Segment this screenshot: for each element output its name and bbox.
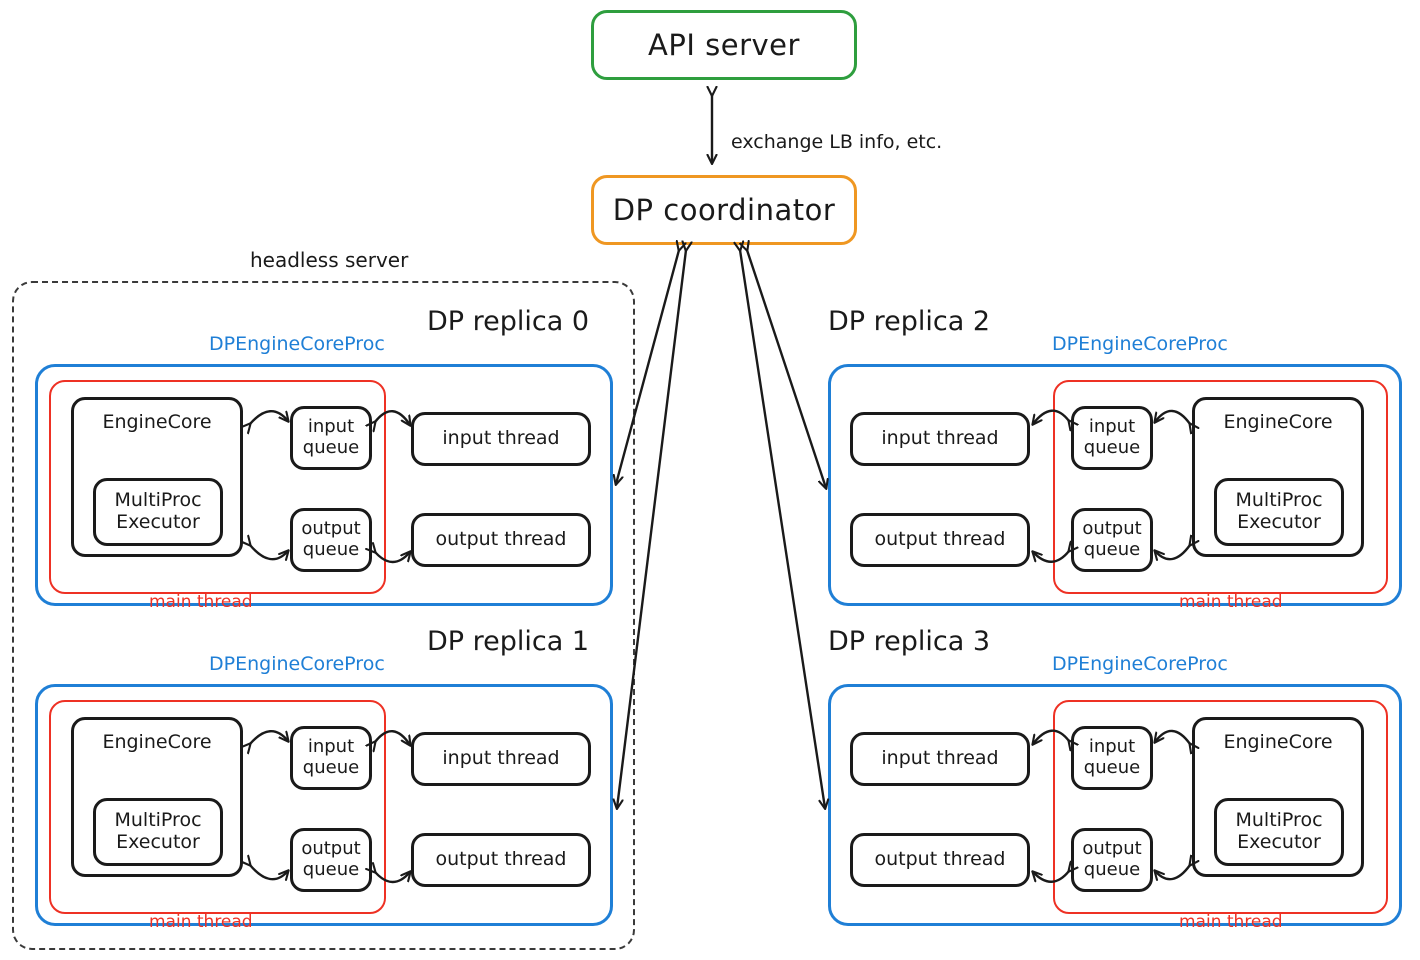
output-thread-label: output thread <box>874 848 1006 871</box>
input-queue-line2: queue <box>302 437 360 458</box>
dp-replica-3-title: DP replica 3 <box>828 626 991 657</box>
dp-replica-0-proc-boundary <box>35 364 613 606</box>
dp-replica-3-proc-label: DPEngineCoreProc <box>1052 653 1228 675</box>
dp-replica-3-output-queue[interactable]: output queue <box>1071 828 1153 892</box>
dp-replica-3-main-thread-boundary <box>1053 700 1388 914</box>
dp-replica-2-multiproc-executor[interactable]: MultiProc Executor <box>1214 478 1344 546</box>
dp-replica-1-input-thread[interactable]: input thread <box>411 732 591 786</box>
dp-replica-2-output-queue[interactable]: output queue <box>1071 508 1153 572</box>
input-queue-line2: queue <box>1083 437 1141 458</box>
dp-replica-0-proc-label: DPEngineCoreProc <box>209 333 385 355</box>
output-thread-label: output thread <box>874 528 1006 551</box>
headless-server-label: headless server <box>250 248 409 272</box>
input-queue-line2: queue <box>1083 757 1141 778</box>
output-queue-line1: output <box>301 838 361 860</box>
input-queue-line1: input <box>1088 416 1136 438</box>
dp-replica-2-main-thread-boundary <box>1053 380 1388 594</box>
input-thread-label: input thread <box>442 747 560 770</box>
dp-replica-2-output-thread[interactable]: output thread <box>850 513 1030 567</box>
multiproc-executor-line1: MultiProc <box>1235 809 1323 832</box>
input-thread-label: input thread <box>442 427 560 450</box>
input-queue-line1: input <box>307 736 355 758</box>
input-queue-line2: queue <box>302 757 360 778</box>
engine-core-label: EngineCore <box>1223 411 1333 433</box>
dp-replica-3-output-thread[interactable]: output thread <box>850 833 1030 887</box>
dp-replica-3-input-queue[interactable]: input queue <box>1071 726 1153 790</box>
output-queue-line1: output <box>301 518 361 540</box>
dp-replica-1-input-queue[interactable]: input queue <box>290 726 372 790</box>
dp-replica-2-proc-label: DPEngineCoreProc <box>1052 333 1228 355</box>
dp-replica-1-proc-label: DPEngineCoreProc <box>209 653 385 675</box>
dp-replica-2-main-thread-label: main thread <box>1179 592 1283 612</box>
multiproc-executor-line1: MultiProc <box>114 809 202 832</box>
dp-replica-0-output-queue[interactable]: output queue <box>290 508 372 572</box>
engine-core-label: EngineCore <box>102 731 212 753</box>
dp-replica-0-input-queue[interactable]: input queue <box>290 406 372 470</box>
dp-replica-0-title: DP replica 0 <box>427 306 590 337</box>
dp-replica-1-main-thread-label: main thread <box>149 912 253 932</box>
engine-core-label: EngineCore <box>102 411 212 433</box>
dp-replica-2-proc-boundary <box>828 364 1402 606</box>
arrow-coordinator-replica-3 <box>740 250 825 808</box>
dp-replica-1-output-thread[interactable]: output thread <box>411 833 591 887</box>
dp-replica-2-input-thread[interactable]: input thread <box>850 412 1030 466</box>
dp-replica-1-title: DP replica 1 <box>427 626 590 657</box>
dp-replica-1-main-thread-boundary <box>49 700 386 914</box>
dp-replica-3-multiproc-executor[interactable]: MultiProc Executor <box>1214 798 1344 866</box>
dp-replica-0-output-thread[interactable]: output thread <box>411 513 591 567</box>
dp-replica-3-proc-boundary <box>828 684 1402 926</box>
multiproc-executor-line1: MultiProc <box>114 489 202 512</box>
dp-replica-1-multiproc-executor[interactable]: MultiProc Executor <box>93 798 223 866</box>
dp-coordinator-label: DP coordinator <box>612 193 836 227</box>
dp-replica-1-proc-boundary <box>35 684 613 926</box>
multiproc-executor-line2: Executor <box>1237 511 1321 533</box>
dp-replica-3-main-thread-label: main thread <box>1179 912 1283 932</box>
input-queue-line1: input <box>307 416 355 438</box>
multiproc-executor-line2: Executor <box>116 831 200 853</box>
input-thread-label: input thread <box>881 747 999 770</box>
dp-replica-0-input-thread[interactable]: input thread <box>411 412 591 466</box>
dp-replica-3-input-thread[interactable]: input thread <box>850 732 1030 786</box>
multiproc-executor-line2: Executor <box>116 511 200 533</box>
output-queue-line2: queue <box>302 859 360 880</box>
dp-replica-0-main-thread-label: main thread <box>149 592 253 612</box>
dp-replica-1-output-queue[interactable]: output queue <box>290 828 372 892</box>
api-server-label: API server <box>648 28 800 62</box>
dp-replica-0-main-thread-boundary <box>49 380 386 594</box>
output-thread-label: output thread <box>435 528 567 551</box>
dp-replica-2-input-queue[interactable]: input queue <box>1071 406 1153 470</box>
output-thread-label: output thread <box>435 848 567 871</box>
multiproc-executor-line2: Executor <box>1237 831 1321 853</box>
input-queue-line1: input <box>1088 736 1136 758</box>
engine-core-label: EngineCore <box>1223 731 1333 753</box>
output-queue-line1: output <box>1082 518 1142 540</box>
multiproc-executor-line1: MultiProc <box>1235 489 1323 512</box>
output-queue-line2: queue <box>1083 539 1141 560</box>
exchange-lb-info-label: exchange LB info, etc. <box>731 131 943 153</box>
dp-replica-2-title: DP replica 2 <box>828 306 991 337</box>
input-thread-label: input thread <box>881 427 999 450</box>
dp-replica-0-multiproc-executor[interactable]: MultiProc Executor <box>93 478 223 546</box>
output-queue-line2: queue <box>302 539 360 560</box>
arrow-coordinator-replica-2 <box>747 250 826 488</box>
dp-coordinator-node[interactable]: DP coordinator <box>591 175 857 245</box>
output-queue-line2: queue <box>1083 859 1141 880</box>
api-server-node[interactable]: API server <box>591 10 857 80</box>
output-queue-line1: output <box>1082 838 1142 860</box>
